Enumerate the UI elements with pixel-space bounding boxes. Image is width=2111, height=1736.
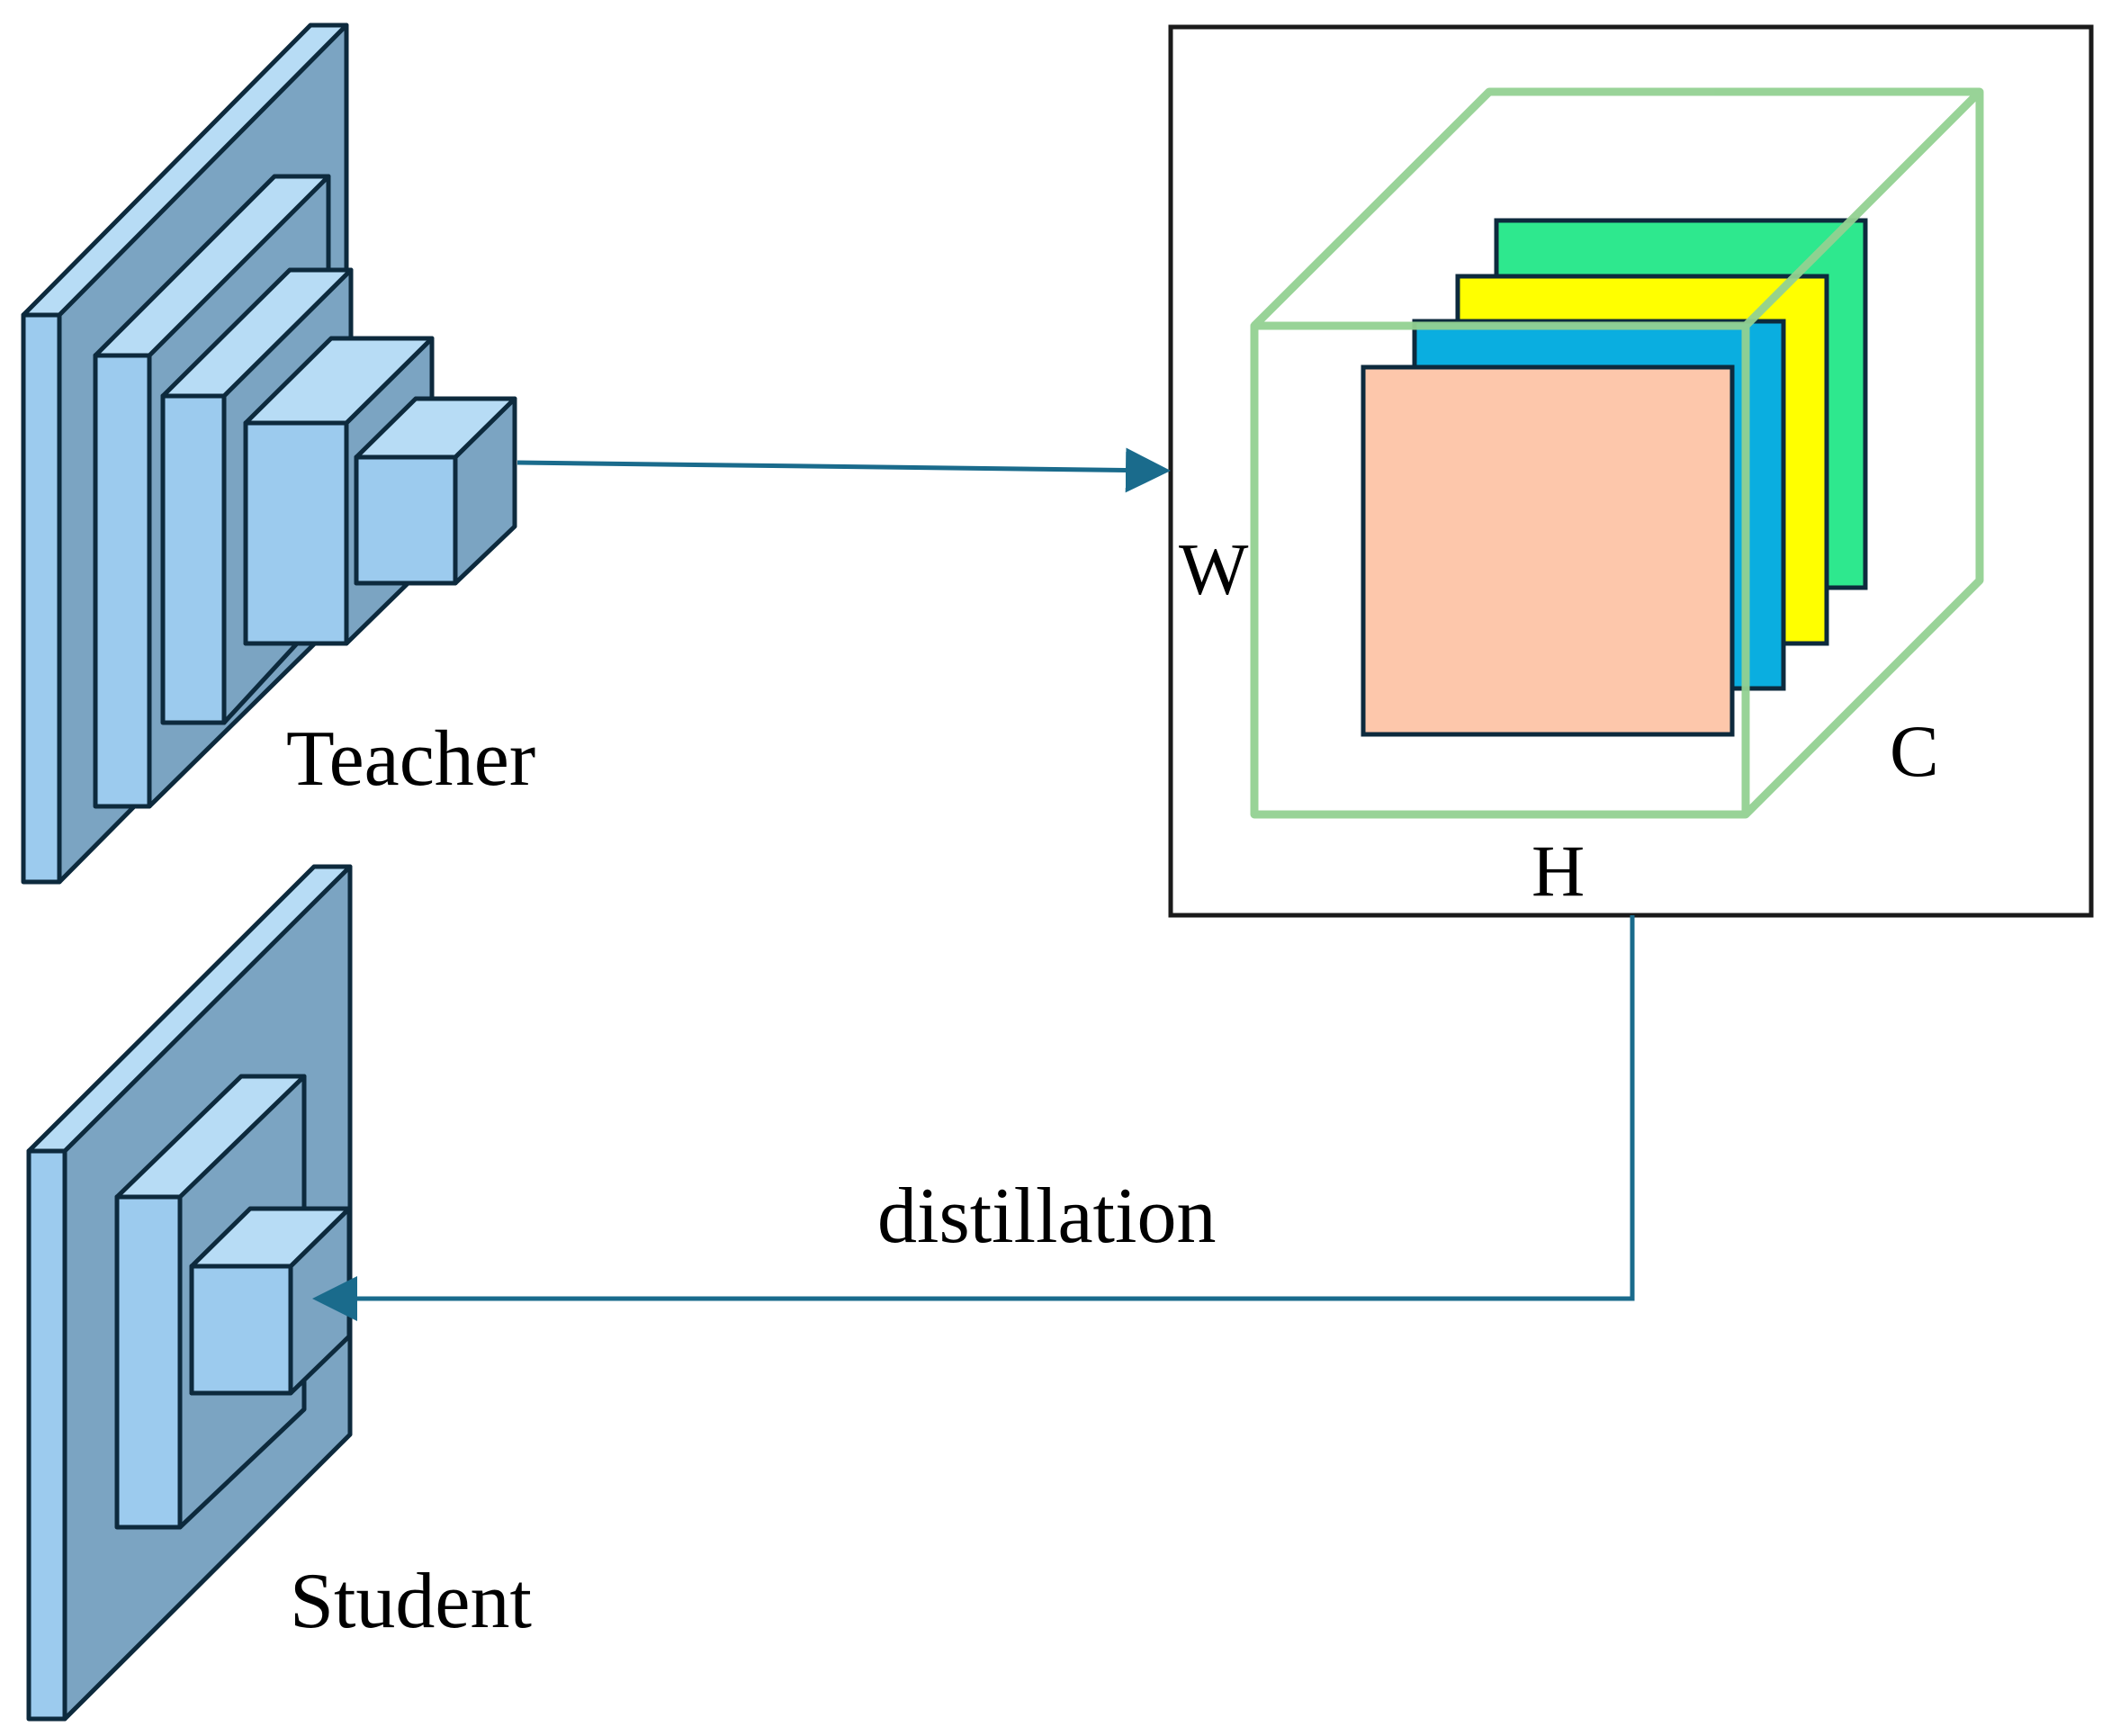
student-label: Student (290, 1558, 532, 1645)
teacher-label: Teacher (286, 715, 535, 803)
dimension-h-label: H (1532, 830, 1585, 912)
teacher-network (21, 22, 517, 885)
feature-cube-wireframe (1250, 87, 1984, 819)
teacher-layer-5 (354, 396, 517, 586)
student-layer-3 (189, 1206, 352, 1396)
distillation-arrow (312, 915, 1635, 1321)
dimension-w-label: W (1179, 528, 1249, 610)
student-network (26, 864, 353, 1722)
channel-map-salmon (1361, 364, 1735, 737)
feature-map-stack (1361, 218, 1868, 737)
teacher-layer-4 (243, 336, 435, 646)
distillation-label: distillation (877, 1173, 1216, 1260)
teacher-to-feature-arrow (517, 447, 1171, 493)
dimension-c-label: C (1890, 710, 1939, 792)
